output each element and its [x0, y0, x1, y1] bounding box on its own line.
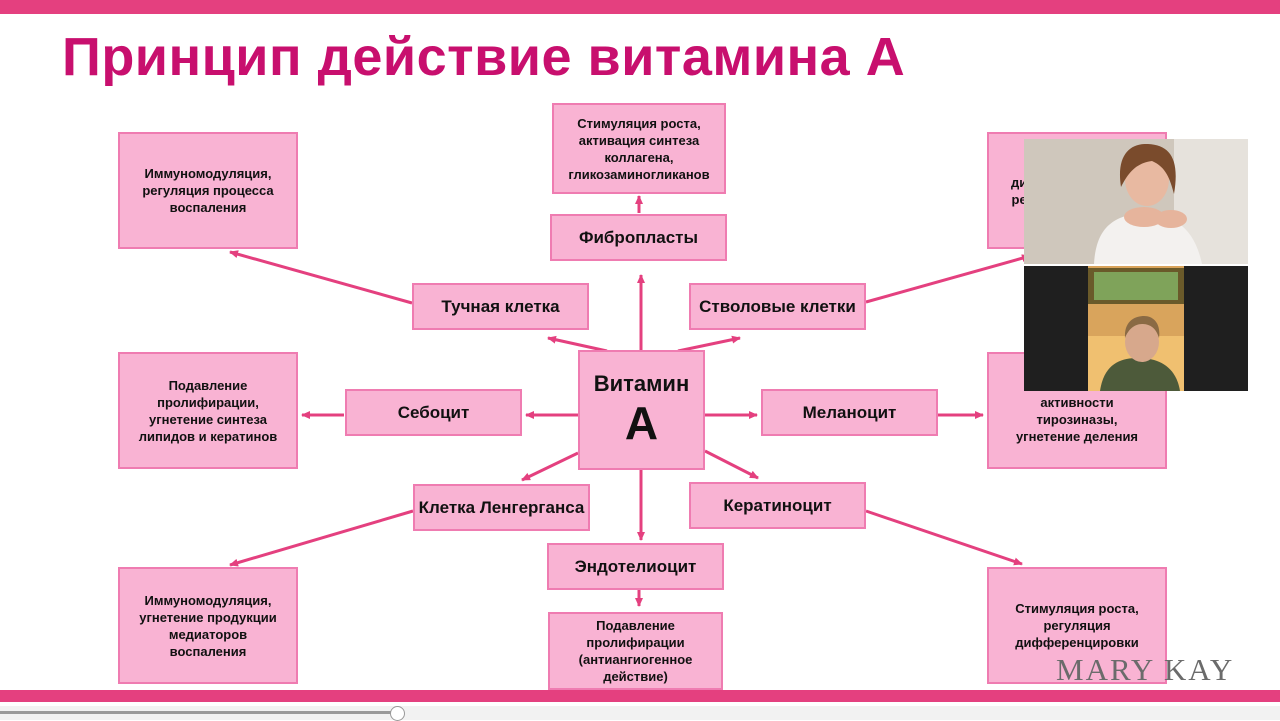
scrubber-progress — [0, 711, 397, 714]
arrow-center-to-mast-cell — [547, 335, 608, 353]
mary-kay-logo: MARY KAY — [1056, 652, 1235, 687]
arrow-keratinocyte-to-outcome — [865, 509, 1023, 566]
participant-video[interactable] — [1024, 266, 1248, 391]
arrow-center-to-keratinocyte — [704, 449, 759, 480]
outcome-sebocyte: Подавление пролифирации, угнетение синте… — [118, 352, 298, 469]
outcome-keratinocyte: Стимуляция роста, регуляция дифференциро… — [987, 567, 1167, 684]
arrow-center-to-langerhans — [521, 451, 579, 482]
slide-title: Принцип действие витамина А — [62, 27, 906, 87]
center-line1: Витамин — [593, 371, 690, 396]
outcome-mast-cell: Иммуномодуляция, регуляция процесса восп… — [118, 132, 298, 249]
outcome-endotheliocyte: Подавление пролифирации (антиангиогенное… — [548, 612, 723, 690]
node-mast-cell: Тучная клетка — [412, 283, 589, 330]
vitamin-a-center-node: Витамин А — [578, 350, 705, 470]
bottom-accent-bar — [0, 690, 1280, 702]
node-melanocyte: Меланоцит — [761, 389, 938, 436]
node-langerhans: Клетка Ленгерганса — [413, 484, 590, 531]
top-accent-bar — [0, 0, 1280, 14]
center-line2: А — [624, 397, 659, 449]
arrow-langerhans-to-outcome — [229, 509, 414, 567]
arrow-center-to-stem-cells — [677, 335, 741, 353]
node-fibroblasts: Фибропласты — [550, 214, 727, 261]
video-scrubber[interactable] — [0, 706, 1280, 721]
node-stem-cells: Стволовые клетки — [689, 283, 866, 330]
outcome-fibroblasts: Стимуляция роста, активация синтеза колл… — [552, 103, 726, 194]
node-endotheliocyte: Эндотелиоцит — [547, 543, 724, 590]
node-keratinocyte: Кератиноцит — [689, 482, 866, 529]
outcome-langerhans: Иммуномодуляция, угнетение продукции мед… — [118, 567, 298, 684]
person-video-icon — [1024, 139, 1248, 264]
presenter-video[interactable] — [1024, 139, 1248, 264]
arrow-mast-cell-to-outcome — [229, 250, 413, 305]
person-video-icon — [1024, 266, 1248, 391]
node-sebocyte: Себоцит — [345, 389, 522, 436]
scrubber-handle[interactable] — [390, 706, 405, 721]
arrow-stem-cells-to-outcome — [865, 254, 1031, 304]
